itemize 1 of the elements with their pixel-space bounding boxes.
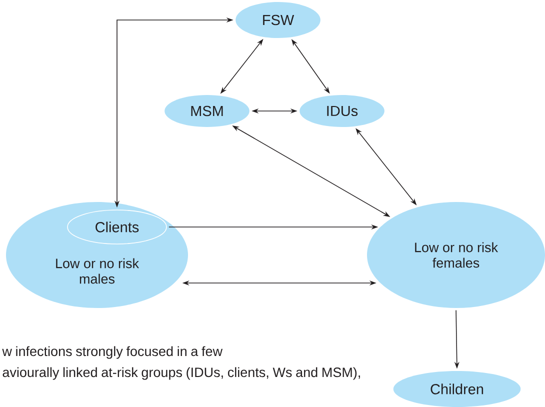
note-text: w infections strongly focused in a few aviourally linked at-risk groups (IDUs, clients, Ws and MSM),: [2, 346, 360, 380]
